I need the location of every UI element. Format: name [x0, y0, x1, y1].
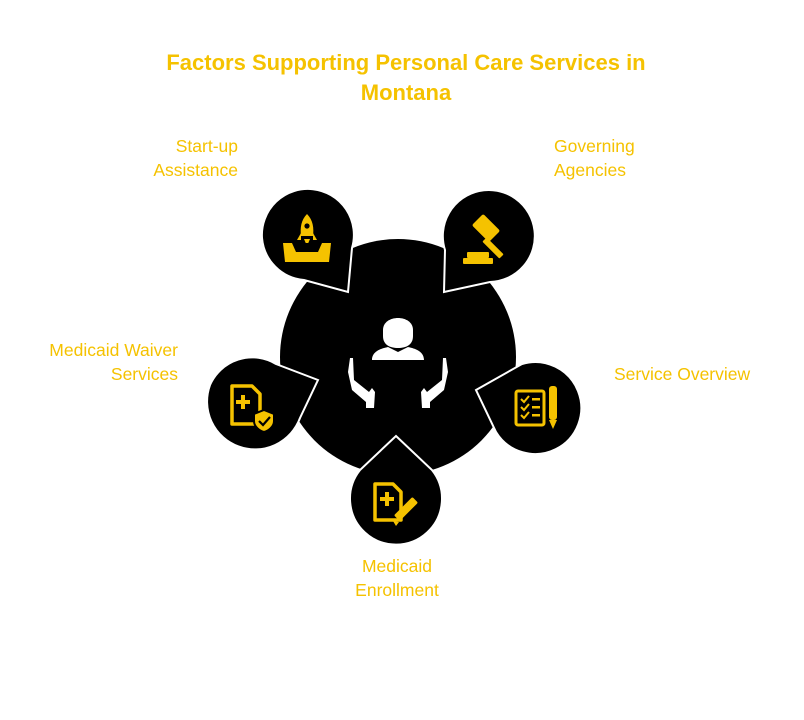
diagram-title: Factors Supporting Personal Care Service… [166, 50, 646, 105]
medical-document-edit-icon [373, 482, 418, 526]
label-medicaid-enrollment: Medicaid Enrollment [318, 554, 476, 602]
label-line: Medicaid [361, 556, 433, 576]
label-start-up-assistance: Start-up Assistance [100, 134, 238, 182]
label-line: Agencies [554, 160, 626, 180]
label-service-overview: Service Overview [614, 362, 794, 386]
node-start-up-assistance [260, 187, 355, 294]
person-with-caring-hands-icon [348, 318, 448, 408]
label-line: Assistance [153, 160, 238, 180]
label-line: Service Overview [614, 364, 751, 384]
label-governing-agencies: Governing Agencies [554, 134, 694, 182]
rocket-launch-box-icon [283, 214, 331, 262]
label-line: Enrollment [355, 580, 439, 600]
label-line: Services [110, 364, 178, 384]
label-line: Governing [554, 136, 635, 156]
node-service-overview [474, 361, 583, 455]
node-governing-agencies [441, 189, 536, 294]
checklist-pen-icon [514, 386, 557, 429]
label-line: Medicaid Waiver [49, 340, 178, 360]
gavel-icon [463, 214, 504, 264]
medical-document-shield-icon [230, 384, 275, 434]
node-medicaid-enrollment [349, 434, 443, 546]
label-line: Start-up [175, 136, 238, 156]
label-medicaid-waiver-services: Medicaid Waiver Services [8, 338, 178, 386]
node-medicaid-waiver-services [206, 356, 320, 451]
